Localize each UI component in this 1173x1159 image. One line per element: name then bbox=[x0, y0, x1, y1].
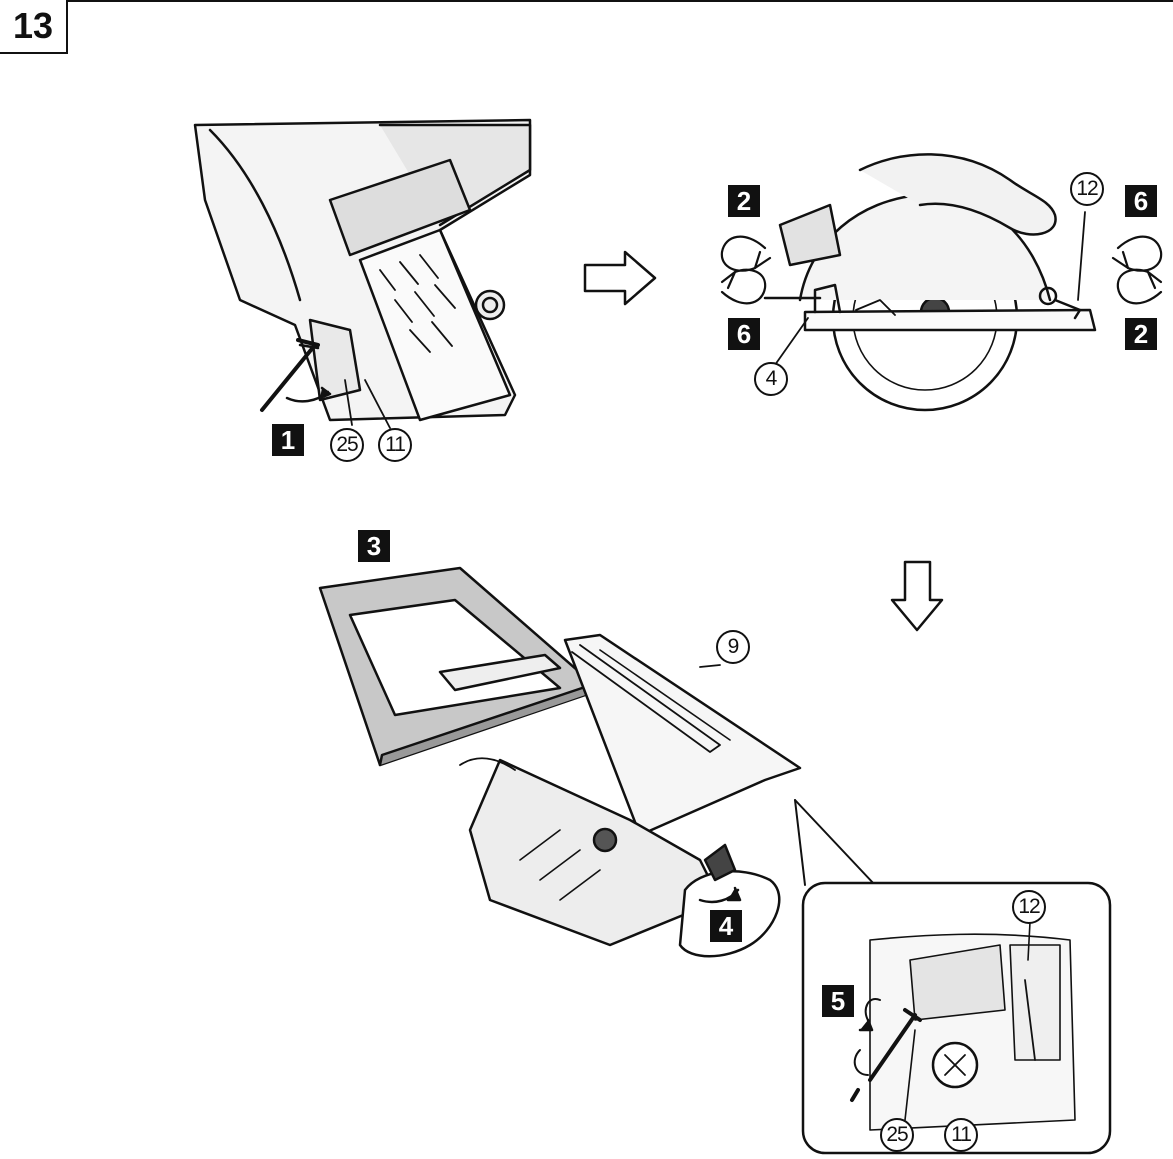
step-badge-2-top: 2 bbox=[728, 185, 760, 217]
detail-inset bbox=[794, 799, 1112, 1155]
callout-9: 9 bbox=[716, 630, 750, 664]
step-badge-1: 1 bbox=[272, 424, 304, 456]
step-badge-6-top: 6 bbox=[1125, 185, 1157, 217]
saw-base-illustration bbox=[318, 566, 802, 958]
step-badge-4: 4 bbox=[710, 910, 742, 942]
figure-number: 13 bbox=[0, 0, 68, 54]
saw-side-view-illustration bbox=[763, 153, 1097, 412]
step-badge-5: 5 bbox=[822, 985, 854, 1017]
leader-line-12 bbox=[1077, 211, 1086, 301]
callout-12-inset: 12 bbox=[1012, 890, 1046, 924]
callout-11: 11 bbox=[378, 428, 412, 462]
arrow-right-icon bbox=[583, 250, 657, 306]
step-badge-2-right: 2 bbox=[1125, 318, 1157, 350]
leader-line-9 bbox=[699, 664, 721, 668]
arrow-down-icon bbox=[890, 560, 944, 632]
rotate-arrows-left-icon bbox=[720, 235, 772, 305]
saw-tilted-illustration bbox=[193, 118, 532, 429]
leader-line-12-inset bbox=[1027, 921, 1031, 961]
step-badge-6-left: 6 bbox=[728, 318, 760, 350]
callout-25-inset: 25 bbox=[880, 1118, 914, 1152]
rotate-arrows-right-icon bbox=[1111, 235, 1163, 305]
header-rule bbox=[68, 0, 1173, 2]
callout-11-inset: 11 bbox=[944, 1118, 978, 1152]
step-badge-3: 3 bbox=[358, 530, 390, 562]
callout-4: 4 bbox=[754, 362, 788, 396]
leader-line-25-inset bbox=[904, 1029, 916, 1121]
callout-12: 12 bbox=[1070, 172, 1104, 206]
callout-25: 25 bbox=[330, 428, 364, 462]
